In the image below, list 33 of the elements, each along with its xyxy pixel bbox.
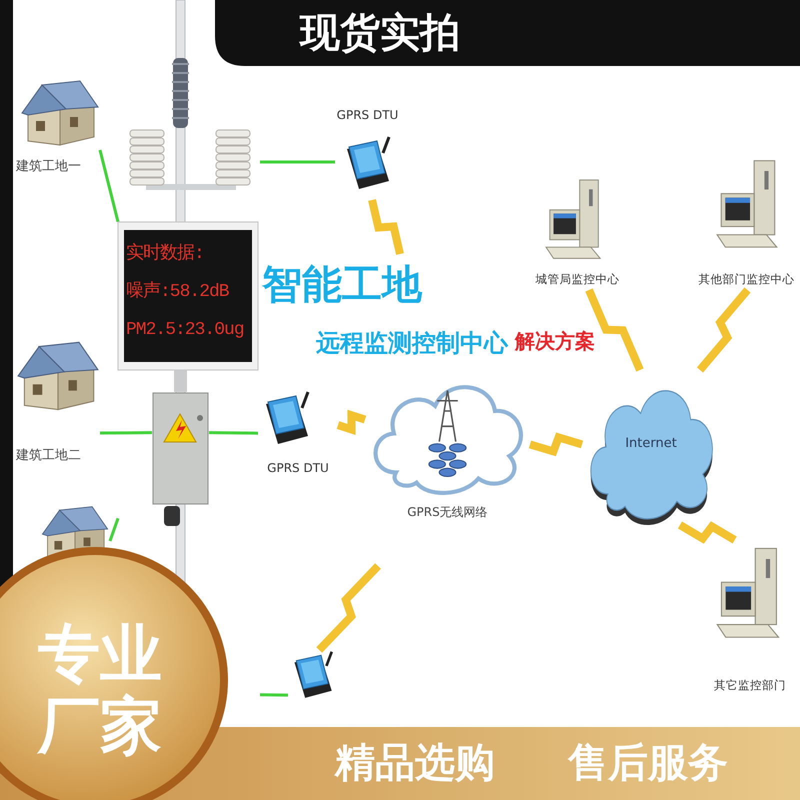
badge-text: 厂家 bbox=[38, 690, 162, 762]
lightning-link bbox=[585, 288, 644, 372]
slogan-text: 精品选购 bbox=[335, 740, 495, 786]
led-display-text: 实时数据: bbox=[126, 242, 205, 266]
subheading-text: 远程监测控制中心 bbox=[316, 330, 508, 358]
lightning-link bbox=[316, 563, 381, 653]
lightning-link bbox=[336, 410, 366, 435]
site-label: 建筑工地二 bbox=[16, 447, 82, 465]
lightning-link bbox=[368, 199, 404, 255]
center-label: 其他部门监控中心 bbox=[698, 271, 796, 288]
cable-line bbox=[100, 431, 152, 434]
led-display-text: PM2.5:23.0ug bbox=[126, 319, 245, 342]
heading-text: 智能工地 bbox=[262, 262, 422, 308]
lightning-link bbox=[528, 432, 584, 456]
center-label: 城管局监控中心 bbox=[534, 271, 620, 288]
device-label: GPRS DTU bbox=[336, 107, 400, 124]
cable-line bbox=[260, 160, 335, 164]
device-label: GPRS DTU bbox=[266, 460, 330, 477]
led-display-text: 噪声:58.2dB bbox=[126, 280, 230, 304]
tag-text: 解决方案 bbox=[515, 330, 595, 353]
cable-line bbox=[208, 431, 258, 435]
lightning-link bbox=[696, 287, 751, 373]
cloud-label: Internet bbox=[624, 435, 678, 453]
cable-line bbox=[260, 693, 288, 697]
badge-text: 专业 bbox=[38, 618, 162, 690]
cable-line bbox=[98, 150, 120, 222]
lightning-link bbox=[678, 521, 737, 544]
center-label: 其它监控部门 bbox=[713, 677, 787, 694]
network-label: GPRS无线网络 bbox=[406, 504, 489, 521]
slogan-text: 售后服务 bbox=[568, 740, 728, 786]
banner-title: 现货实拍 bbox=[300, 10, 460, 56]
cable-line bbox=[108, 518, 120, 542]
site-label: 建筑工地一 bbox=[16, 158, 82, 176]
